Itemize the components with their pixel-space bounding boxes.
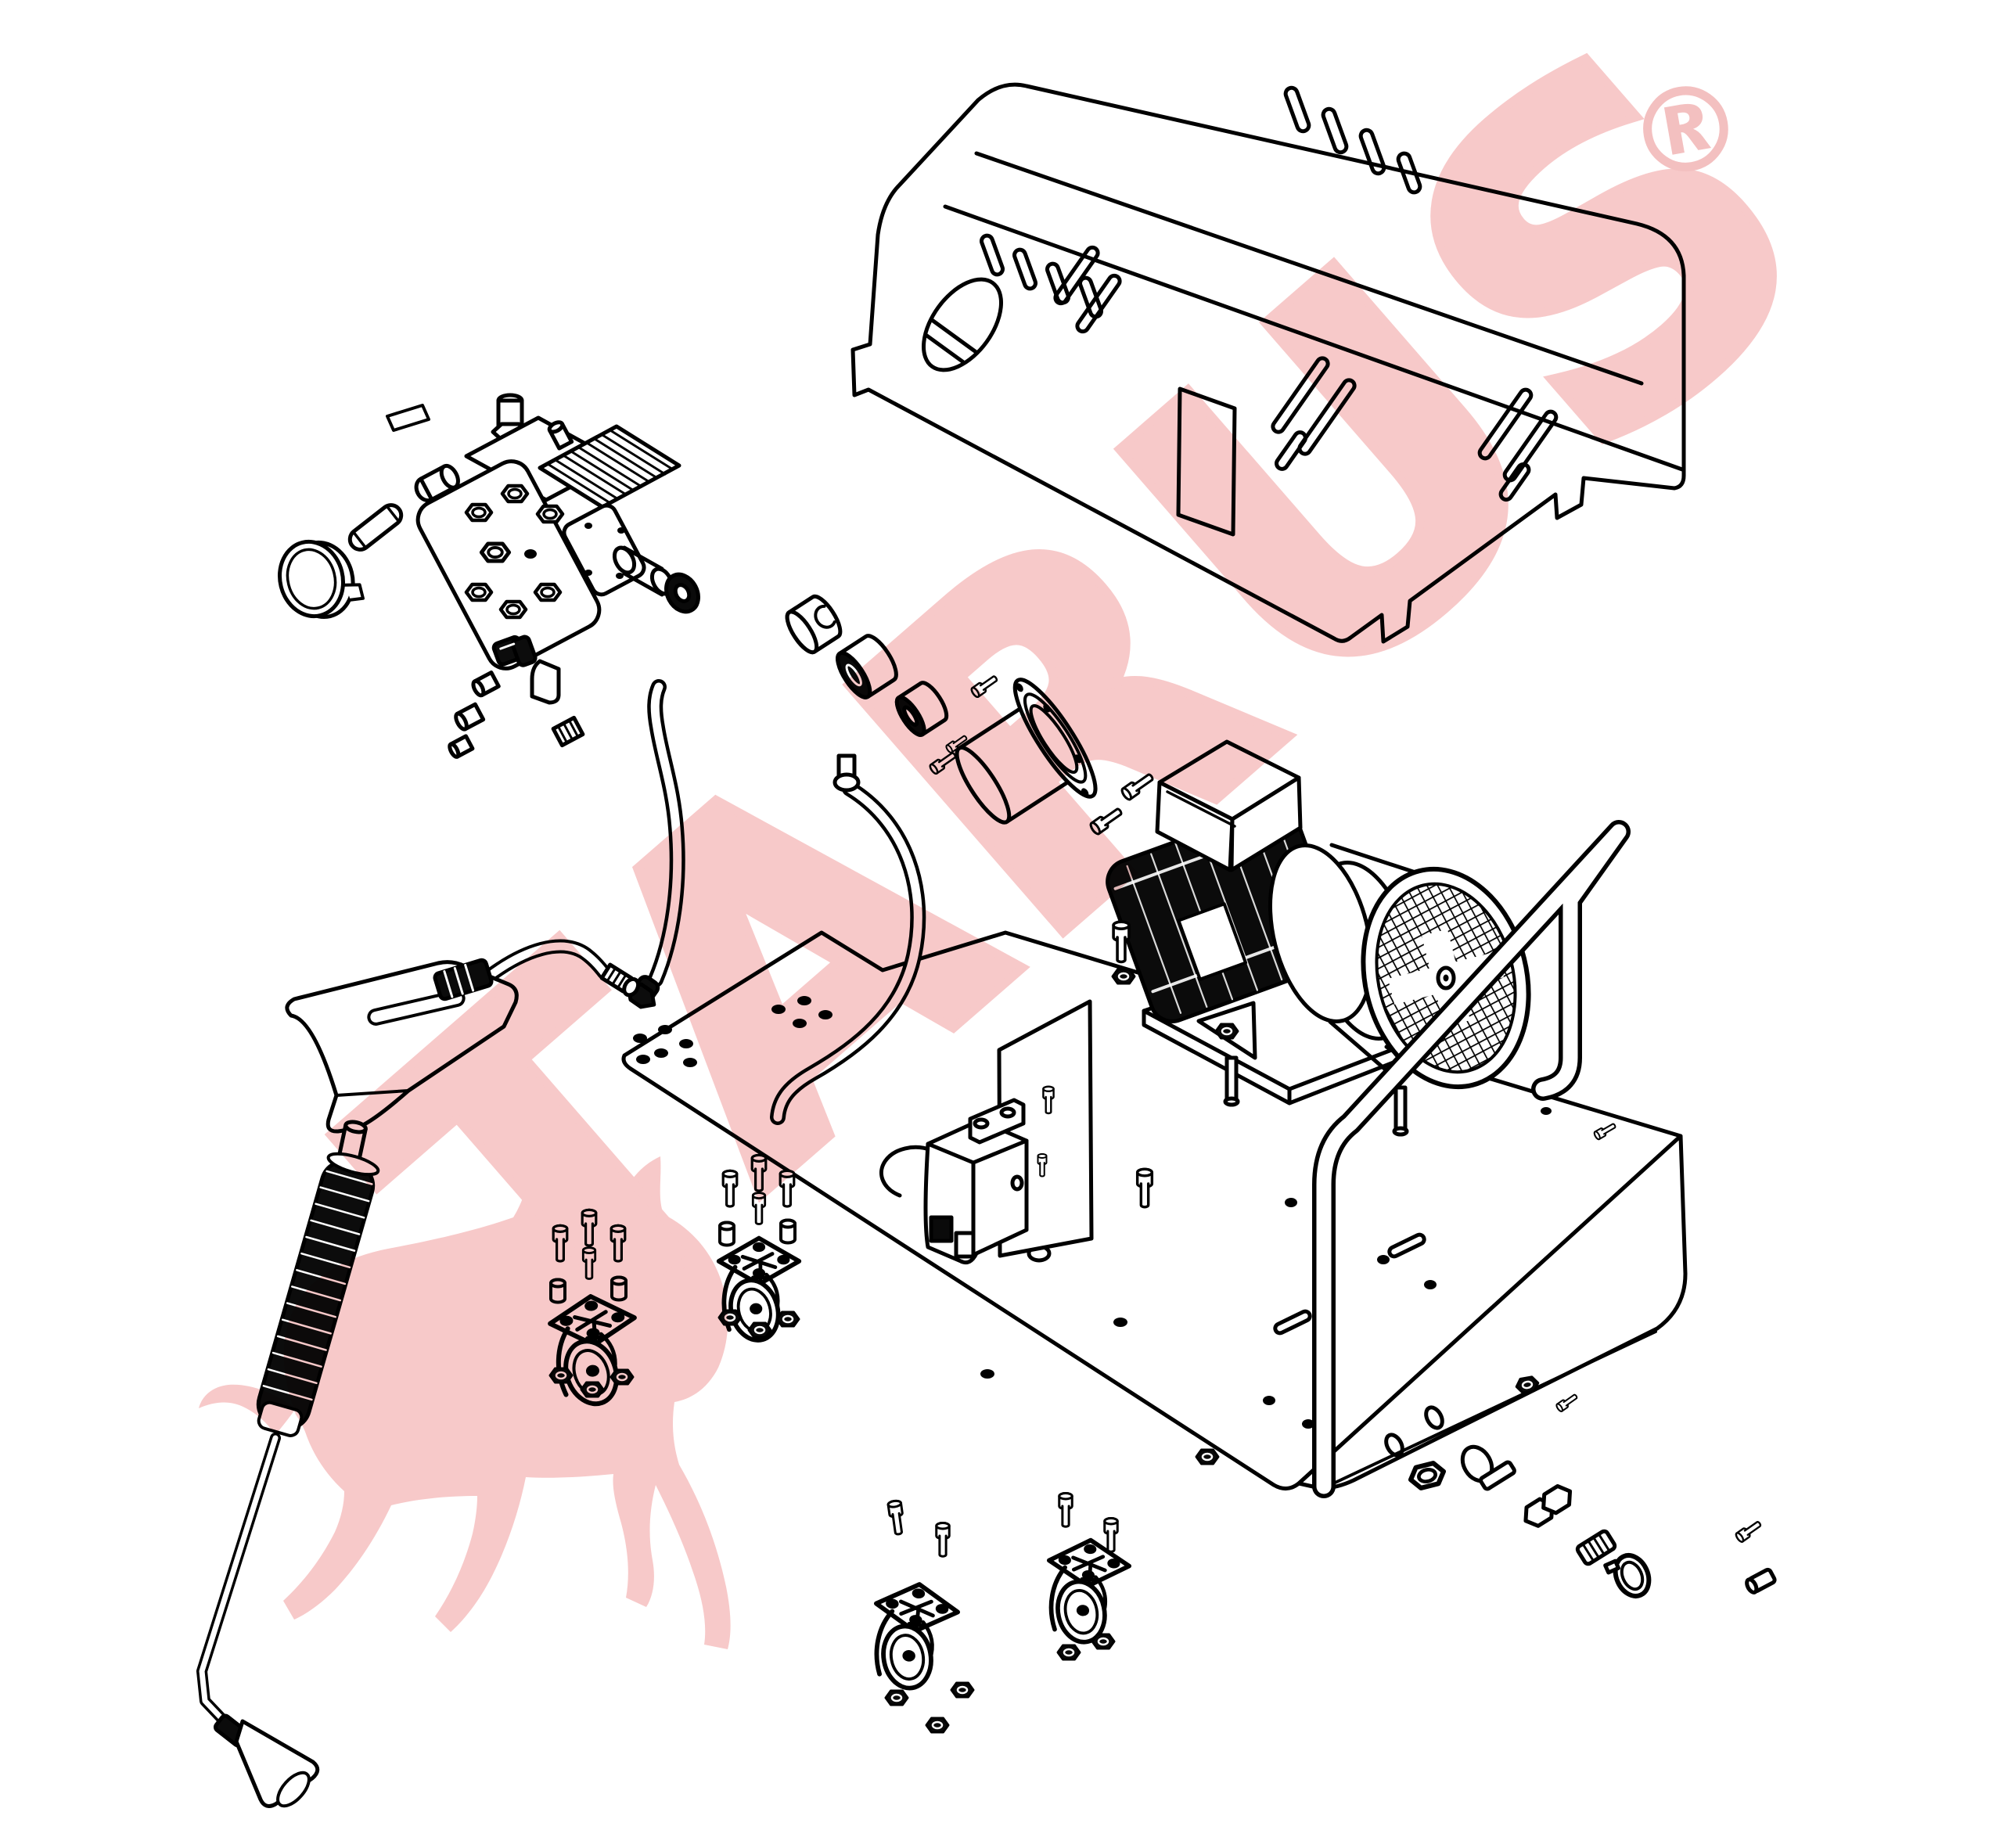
gun-hose-fitting [599,962,641,998]
water-inlet-fittings [1384,1376,1777,1598]
pump-top-tag [386,404,430,432]
hoses [472,679,926,1125]
cover-diagonal-vents [1053,245,1559,502]
caster-kit-3 [867,1498,973,1732]
ventilation-slots-top-row [1283,85,1422,195]
coupling-spider [836,634,898,699]
electric-motor [1106,739,1618,1464]
elbow-fitting [414,463,460,503]
motor-foot-studs [1223,1055,1409,1137]
motor-label [1177,902,1248,981]
pump-assembly [277,393,700,759]
cover-handle-opening [922,277,1003,372]
coupling-half-motor [785,594,843,655]
handle-frame-tube [1312,820,1631,1498]
terminal-box [1155,739,1303,872]
coupling-half-pump [894,681,949,737]
hose-end-fitting [832,753,861,793]
power-switch-box [879,1098,1048,1265]
plastic-cover-shroud [850,82,1686,644]
cooling-fins [546,429,674,505]
cover-label [1176,386,1237,537]
deck-holes [633,996,1127,1379]
pump-crankcase-top [464,415,681,509]
motor-mounting-hardware [1113,922,1618,1464]
nozzle-guard [234,1719,320,1808]
top-side-fitting [547,420,574,451]
side-panel-holes [1027,1198,1437,1429]
cover-ridge-lines [943,151,1685,472]
dowel-pin [347,503,404,552]
bell-housing [955,678,1098,825]
bull-silhouette-icon [199,1156,731,1649]
gun-inlet-collar [433,958,494,1001]
pressure-gauge [277,539,365,620]
drive-coupling [785,594,1157,837]
pump-head-plate [415,459,602,671]
hose-clamp [1603,1553,1652,1598]
spray-lance [196,1433,320,1808]
caster-kit-4 [1043,1491,1131,1660]
pump-side-flange [562,503,700,614]
registered-trademark-icon: ® [1616,54,1756,208]
pump-lower-fittings [448,635,585,759]
